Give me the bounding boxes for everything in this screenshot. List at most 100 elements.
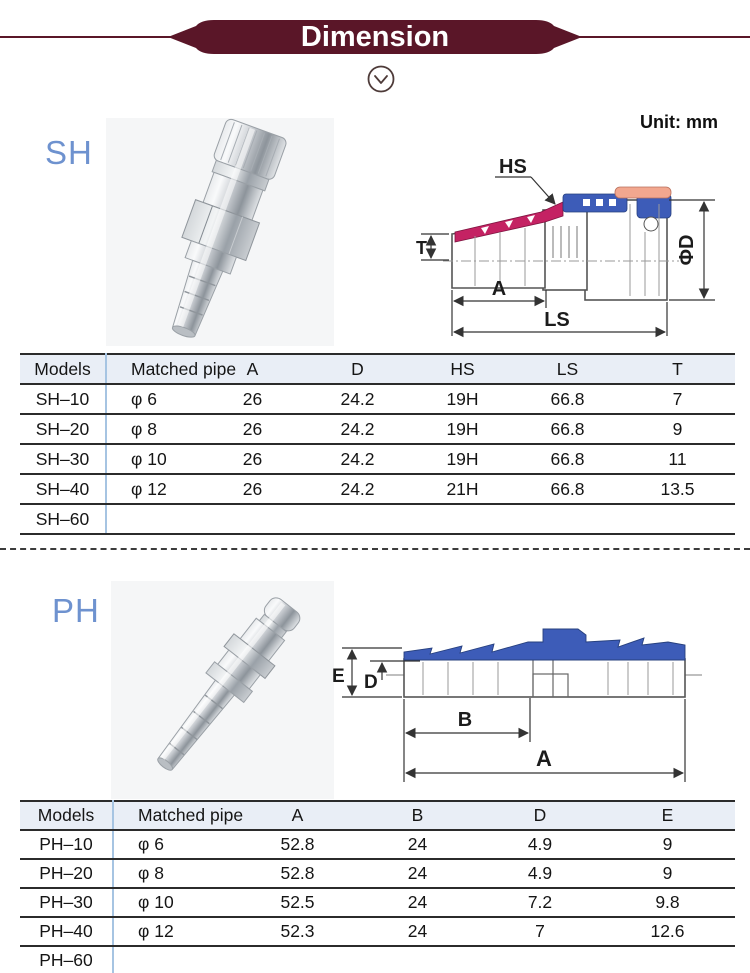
spec-cell — [355, 946, 480, 973]
dim-label-d: D — [364, 672, 378, 693]
column-header: LS — [515, 353, 620, 385]
spec-cell: 26 — [200, 444, 305, 475]
spec-cell — [106, 504, 200, 535]
spec-cell: 7 — [480, 917, 600, 947]
spec-cell: 24.2 — [305, 384, 410, 415]
sh-spec-table: Models Matched pipe A D HS LS T SH–10 φ … — [20, 353, 735, 535]
dim-label-e: E — [332, 666, 345, 687]
table-row: PH–60 — [20, 946, 735, 973]
spec-cell: 19H — [410, 414, 515, 445]
dimension-banner: Dimension — [0, 20, 750, 54]
spec-cell — [240, 946, 355, 973]
table-header-row: Models Matched pipe A B D E — [20, 800, 735, 831]
model-cell: SH–60 — [20, 504, 107, 535]
ph-section-label: PH — [52, 592, 100, 629]
banner-title: Dimension — [301, 21, 449, 53]
column-header: HS — [410, 353, 515, 385]
ph-technical-drawing: E D B A — [332, 628, 702, 782]
spec-cell — [600, 946, 735, 973]
chevron-down-circle-icon[interactable] — [365, 63, 397, 95]
dim-label-phi-d: ΦD — [676, 235, 698, 266]
spec-cell: 7.2 — [480, 888, 600, 918]
dim-label-a: A — [536, 746, 552, 771]
spec-cell: 24.2 — [305, 414, 410, 445]
spec-cell: 9 — [600, 830, 735, 860]
spec-cell — [515, 504, 620, 535]
model-cell: SH–10 — [20, 384, 107, 415]
spec-cell: 26 — [200, 414, 305, 445]
spec-cell: 66.8 — [515, 444, 620, 475]
spec-cell — [620, 504, 735, 535]
unit-label: Unit: mm — [640, 112, 718, 132]
spec-cell: 11 — [620, 444, 735, 475]
spec-cell: 21H — [410, 474, 515, 505]
dim-label-hs: HS — [499, 156, 527, 178]
sh-product-photo — [106, 118, 334, 346]
spec-cell: 52.8 — [240, 830, 355, 860]
table-row: SH–60 — [20, 504, 735, 535]
spec-cell: 19H — [410, 384, 515, 415]
model-cell: SH–40 — [20, 474, 107, 505]
table-row: SH–10 φ 6 26 24.2 19H 66.8 7 — [20, 384, 735, 415]
spec-cell: 24 — [355, 917, 480, 947]
spec-cell: 9 — [600, 859, 735, 889]
spec-cell: 26 — [200, 384, 305, 415]
column-header: D — [305, 353, 410, 385]
model-cell: PH–10 — [20, 830, 114, 860]
sh-technical-drawing: T HS ΦD A LS — [416, 156, 715, 338]
column-header: A — [200, 353, 305, 385]
column-header: Matched pipe — [113, 800, 243, 831]
spec-cell — [113, 946, 240, 973]
model-cell: SH–20 — [20, 414, 107, 445]
spec-cell — [200, 504, 305, 535]
spec-cell: φ 8 — [106, 414, 200, 445]
spec-cell: 52.5 — [240, 888, 355, 918]
spec-cell: φ 8 — [113, 859, 240, 889]
spec-cell: 12.6 — [600, 917, 735, 947]
spec-cell: φ 6 — [106, 384, 200, 415]
table-row: SH–30 φ 10 26 24.2 19H 66.8 11 — [20, 444, 735, 475]
spec-cell: 7 — [620, 384, 735, 415]
spec-cell: φ 6 — [113, 830, 240, 860]
spec-cell: φ 12 — [113, 917, 240, 947]
spec-cell: 24.2 — [305, 444, 410, 475]
spec-cell — [305, 504, 410, 535]
table-row: PH–40 φ 12 52.3 24 7 12.6 — [20, 917, 735, 947]
spec-cell: 9.8 — [600, 888, 735, 918]
model-cell: SH–30 — [20, 444, 107, 475]
spec-cell: 9 — [620, 414, 735, 445]
model-cell: PH–40 — [20, 917, 114, 947]
column-header: D — [480, 800, 600, 831]
column-header: Models — [20, 353, 107, 385]
spec-cell: φ 12 — [106, 474, 200, 505]
ph-spec-table: Models Matched pipe A B D E PH–10 φ 6 52… — [20, 800, 735, 973]
table-header-row: Models Matched pipe A D HS LS T — [20, 353, 735, 385]
spec-cell: 52.3 — [240, 917, 355, 947]
sh-section-label: SH — [45, 134, 93, 171]
spec-cell: 66.8 — [515, 384, 620, 415]
spec-cell: φ 10 — [106, 444, 200, 475]
spec-cell: 26 — [200, 474, 305, 505]
spec-cell: 24.2 — [305, 474, 410, 505]
spec-cell: φ 10 — [113, 888, 240, 918]
spec-cell: 4.9 — [480, 859, 600, 889]
dim-label-ls: LS — [544, 309, 570, 331]
dim-label-a: A — [492, 278, 506, 300]
spec-cell: 24 — [355, 888, 480, 918]
table-row: PH–30 φ 10 52.5 24 7.2 9.8 — [20, 888, 735, 918]
spec-cell: 13.5 — [620, 474, 735, 505]
model-cell: PH–30 — [20, 888, 114, 918]
table-row: SH–20 φ 8 26 24.2 19H 66.8 9 — [20, 414, 735, 445]
spec-cell: 66.8 — [515, 414, 620, 445]
section-divider — [0, 548, 750, 550]
column-header: Matched pipe — [106, 353, 236, 385]
spec-cell: 24 — [355, 859, 480, 889]
ph-product-photo — [111, 581, 334, 799]
spec-cell: 66.8 — [515, 474, 620, 505]
column-header: A — [240, 800, 355, 831]
spec-cell — [410, 504, 515, 535]
spec-cell: 19H — [410, 444, 515, 475]
column-header: T — [620, 353, 735, 385]
table-row: SH–40 φ 12 26 24.2 21H 66.8 13.5 — [20, 474, 735, 505]
